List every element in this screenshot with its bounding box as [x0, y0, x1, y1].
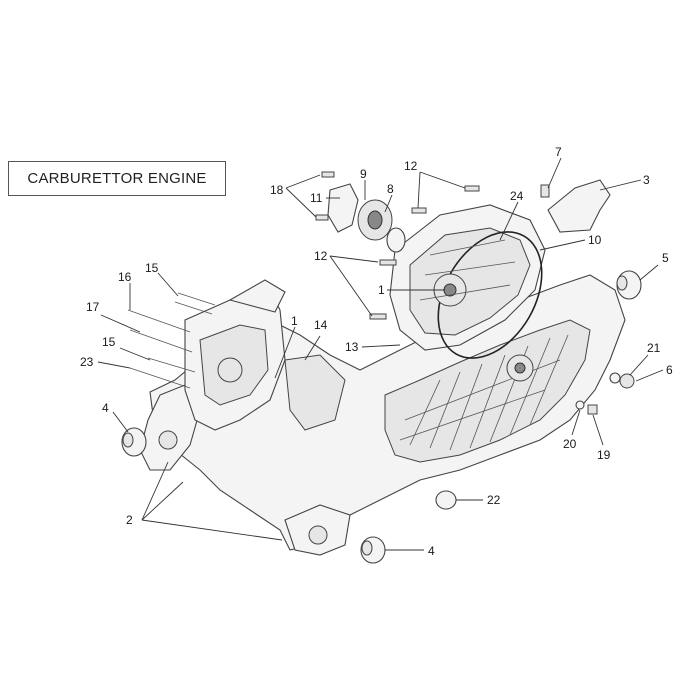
- screw-19: [587, 404, 598, 415]
- callout-6: 6: [666, 363, 673, 377]
- callout-10: 10: [588, 233, 602, 247]
- callout-4-bottom: 4: [428, 544, 435, 558]
- callout-9: 9: [360, 167, 367, 181]
- callout-13: 13: [345, 340, 359, 354]
- nut-6: [619, 373, 635, 389]
- retaining-plate: [327, 183, 359, 233]
- screws-18: [315, 171, 335, 221]
- cover-bracket: [547, 179, 611, 233]
- callout-11: 11: [310, 191, 323, 205]
- callout-2: 2: [126, 513, 133, 527]
- washer-21: [609, 372, 621, 384]
- callout-17: 17: [86, 300, 100, 314]
- callout-16: 16: [118, 270, 132, 284]
- callout-15-top: 15: [145, 261, 159, 275]
- screw-7: [540, 184, 550, 198]
- transmission-cover: [389, 204, 546, 359]
- screws-12-top: [411, 185, 480, 214]
- callout-20: 20: [563, 437, 577, 451]
- bearing: [357, 199, 393, 241]
- rubber-bush-5: [616, 270, 642, 300]
- callout-labels: 18 11 9 8 12 7 3 24 10 12 5 1 16 15 17 1…: [80, 145, 673, 558]
- studs: [127, 292, 216, 389]
- callout-22: 22: [487, 493, 501, 507]
- callout-7: 7: [555, 145, 562, 159]
- callout-1-mid: 1: [291, 314, 298, 328]
- case-ribs: [399, 334, 569, 451]
- callout-4-left: 4: [102, 401, 109, 415]
- callout-18: 18: [270, 183, 284, 197]
- screws-12-mid: [369, 259, 397, 320]
- diagram-title: CARBURETTOR ENGINE: [8, 161, 226, 196]
- callout-12-top: 12: [404, 159, 418, 173]
- callout-12-mid: 12: [314, 249, 328, 263]
- callout-8: 8: [387, 182, 394, 196]
- oil-seal: [386, 227, 406, 253]
- callout-3: 3: [643, 173, 650, 187]
- rubber-bush-22: [435, 490, 457, 510]
- gasket-seal: [437, 231, 543, 359]
- callout-1-top: 1: [378, 283, 385, 297]
- washer-20: [575, 400, 585, 410]
- rubber-bush-4-left: [121, 427, 147, 457]
- callout-23: 23: [80, 355, 94, 369]
- callout-19: 19: [597, 448, 611, 462]
- leader-lines: [97, 157, 664, 551]
- callout-24: 24: [510, 189, 524, 203]
- callout-5: 5: [662, 251, 669, 265]
- callout-15-mid: 15: [102, 335, 116, 349]
- rubber-bush-4-bottom: [360, 536, 386, 564]
- callout-21: 21: [647, 341, 661, 355]
- callout-14: 14: [314, 318, 328, 332]
